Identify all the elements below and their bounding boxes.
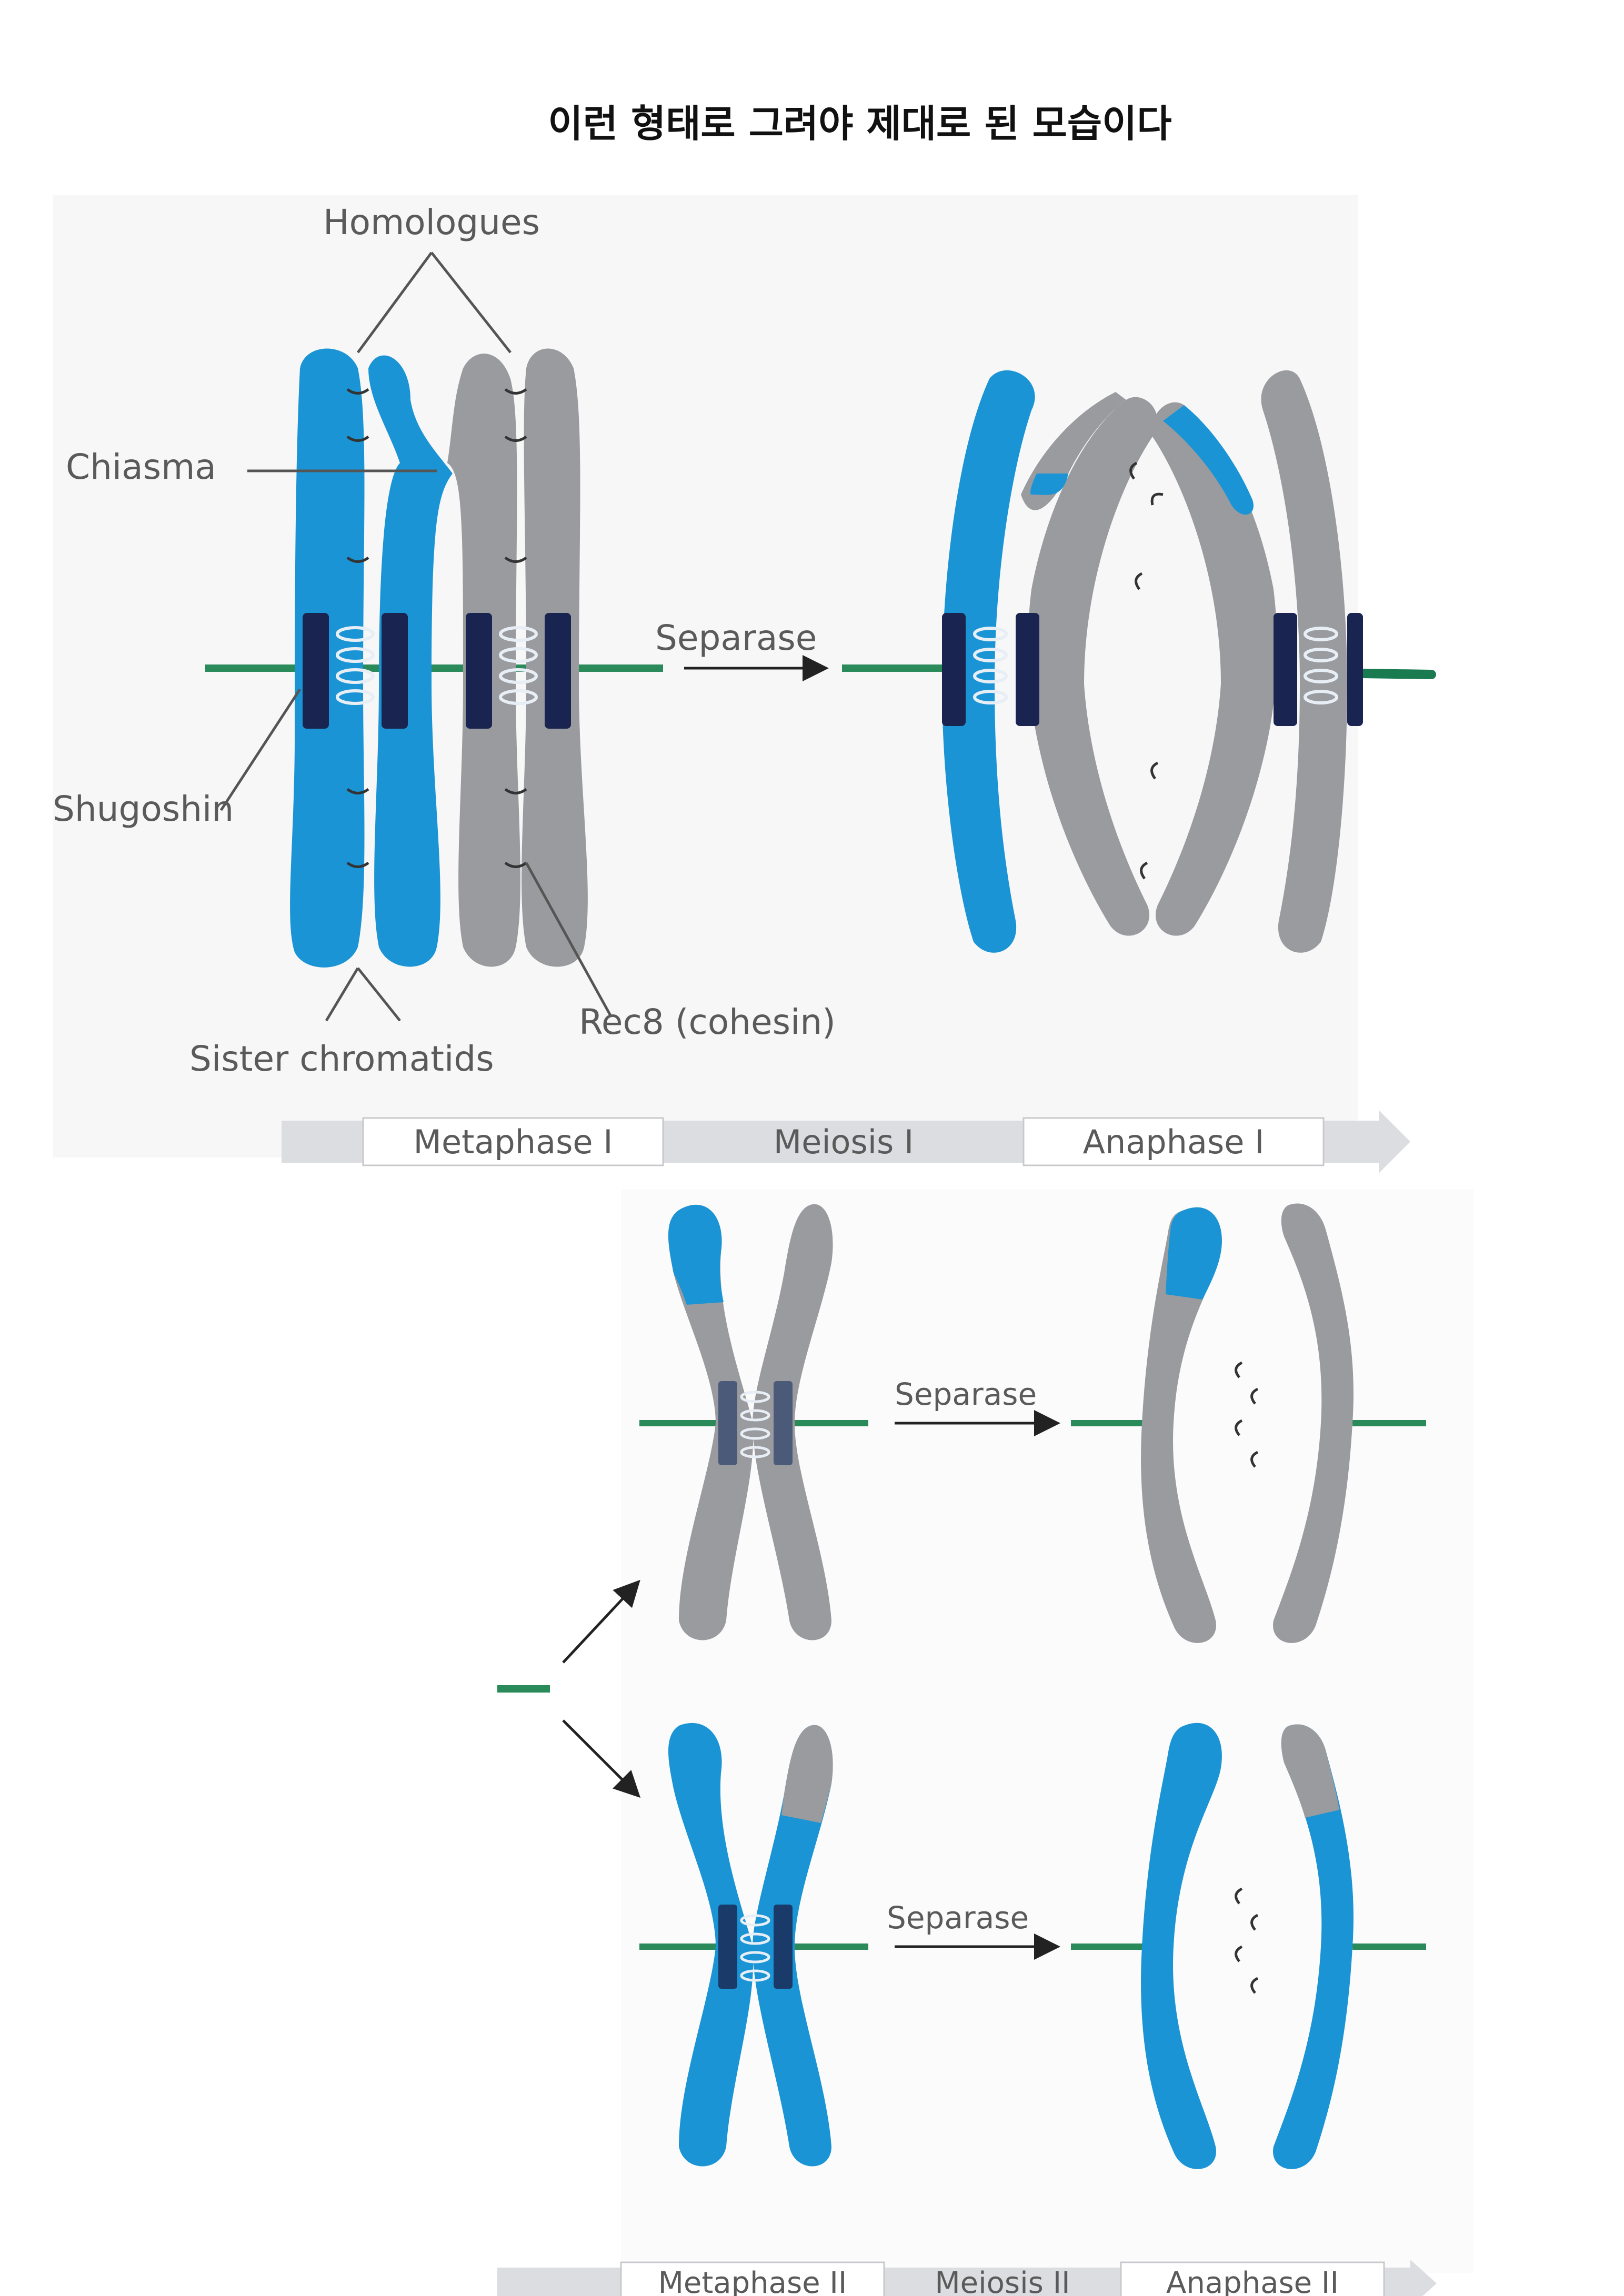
- centromere-grey-homologue: [466, 613, 571, 729]
- centromere-blue-homologue: [303, 613, 408, 729]
- timeline-label-anaphase-two: Anaphase II: [1166, 2266, 1339, 2296]
- split-arrow-up: [562, 1579, 640, 1664]
- centromere-anaphase-left: [942, 613, 1039, 726]
- label-separase-one: Separase: [655, 618, 817, 658]
- meiosis-two-panel: Separase Separas: [497, 1189, 1473, 2296]
- label-homologues: Homologues: [323, 202, 540, 243]
- label-shugoshin: Shugoshin: [53, 789, 234, 829]
- timeline-label-meiosis-one: Meiosis I: [774, 1123, 914, 1161]
- released-cohesin-two-a: [1235, 1361, 1259, 1468]
- hand-drawn-green-mark: [1358, 669, 1436, 679]
- page-title: 이런 형태로 그려야 제대로 된 모습이다: [548, 102, 1171, 146]
- label-separase-two-a: Separase: [895, 1376, 1037, 1412]
- metaphase-two-upper-chromosome: [668, 1204, 833, 1640]
- centromere-anaphase-right: [1274, 613, 1363, 726]
- anaphase-two-lower-chromatids: [1141, 1723, 1354, 2169]
- cohesin-rings-metaphase-one: [346, 388, 527, 868]
- label-rec8-cohesin: Rec8 (cohesin): [579, 1002, 836, 1042]
- label-chiasma: Chiasma: [66, 447, 216, 487]
- anaphase-two-upper-chromatids: [1141, 1203, 1354, 1643]
- split-arrow-down: [562, 1719, 641, 1798]
- panel-background: [53, 195, 1358, 1157]
- meiosis-one-panel: Homologues Chiasma Shugoshin Sister chro…: [53, 195, 1436, 1173]
- label-sister-chromatids: Sister chromatids: [189, 1039, 494, 1079]
- label-leader-lines: [219, 251, 612, 1022]
- timeline-label-anaphase-one: Anaphase I: [1083, 1123, 1265, 1161]
- released-cohesin-fragments: [1129, 461, 1164, 880]
- timeline-label-meiosis-two: Meiosis II: [935, 2266, 1070, 2296]
- timeline-label-metaphase-one: Metaphase I: [413, 1123, 613, 1161]
- label-separase-two-b: Separase: [887, 1900, 1029, 1936]
- timeline-meiosis-one: Metaphase I Meiosis I Anaphase I: [282, 1110, 1410, 1173]
- released-cohesin-two-b: [1235, 1887, 1259, 1994]
- metaphase-two-lower-chromosome: [668, 1723, 833, 2167]
- timeline-label-metaphase-two: Metaphase II: [658, 2266, 847, 2296]
- timeline-meiosis-two: Metaphase II Meiosis II Anaphase II: [497, 2260, 1437, 2296]
